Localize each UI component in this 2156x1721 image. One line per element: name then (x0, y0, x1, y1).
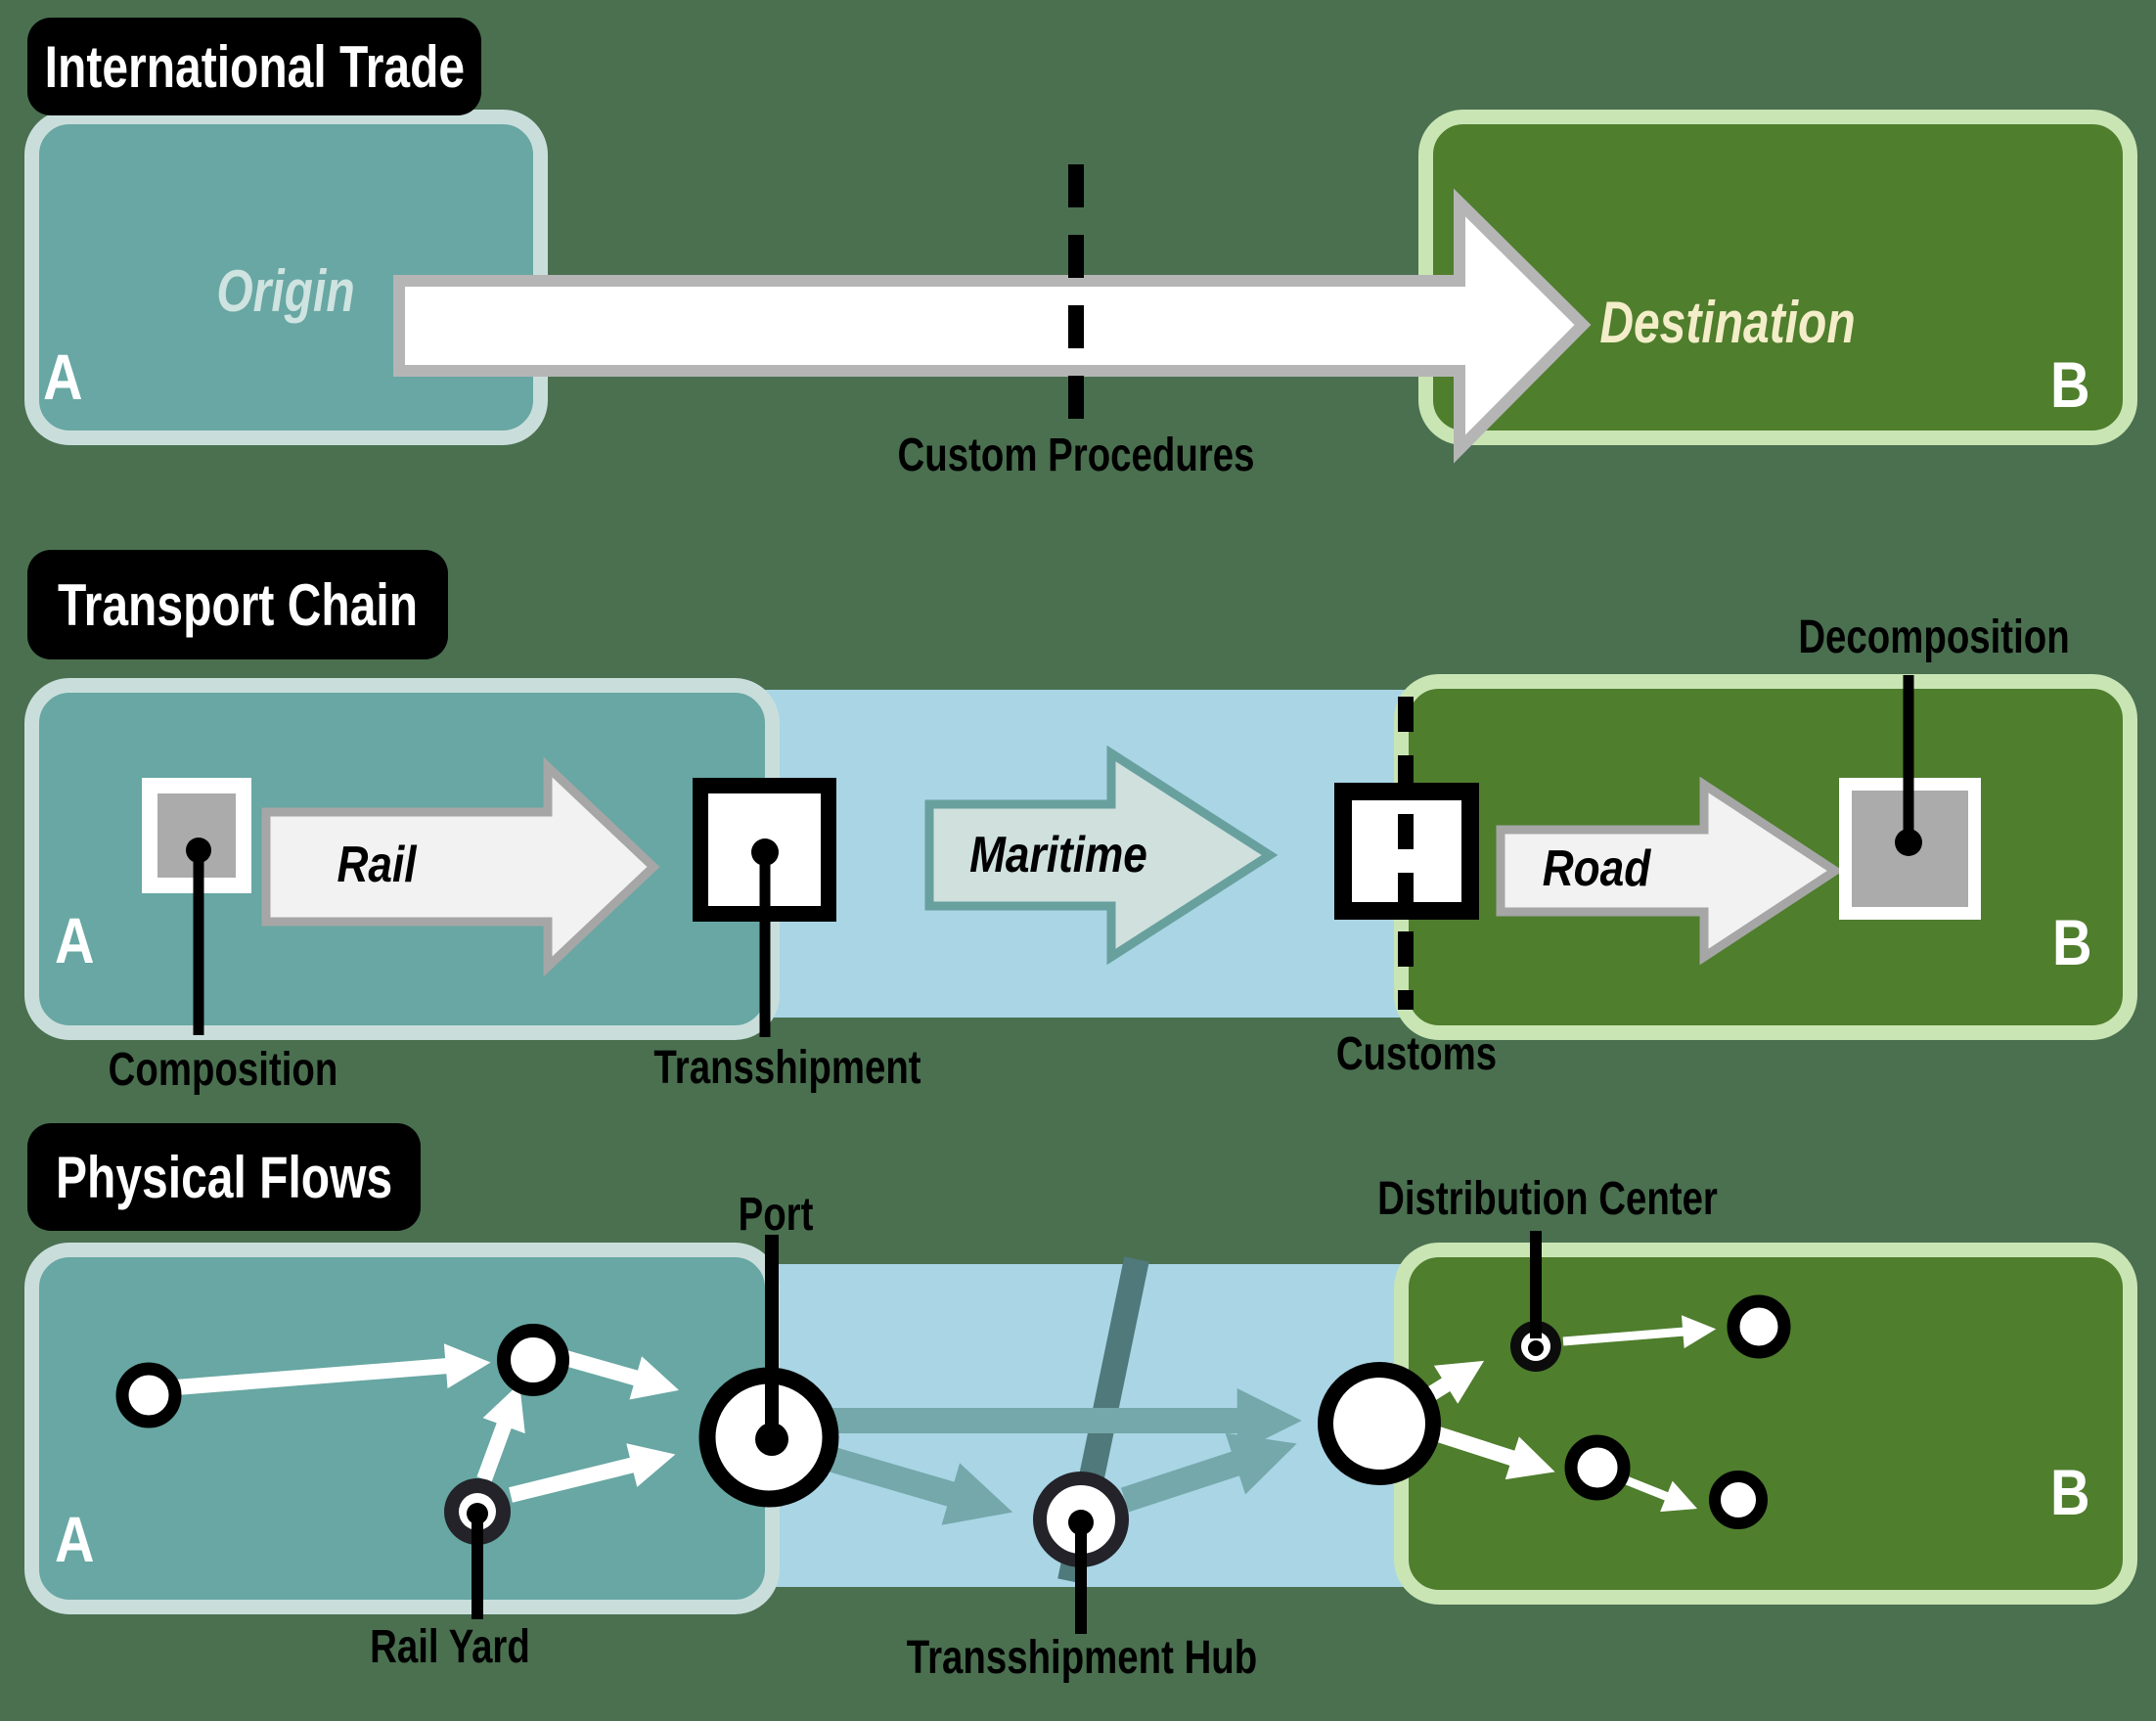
network-arrow-entry-to-mid (1423, 1423, 1555, 1480)
decomposition-label: Decomposition (1798, 611, 2070, 663)
rail-mode-label: Rail (337, 837, 417, 893)
origin-label: Origin (216, 258, 355, 324)
customs-label: Customs (1335, 1028, 1498, 1080)
rail-arrow (261, 756, 660, 977)
physical-flows-letter-b: B (2050, 1456, 2090, 1528)
network-arrow-a2-to-port (562, 1350, 680, 1400)
maritime-arrow (924, 745, 1279, 966)
section-title-international-trade-text: International Trade (44, 33, 465, 100)
destination-letter-b: B (2050, 348, 2090, 421)
road-mode-label: Road (1542, 840, 1651, 897)
maritime-mode-label: Maritime (969, 827, 1147, 883)
rail-yard-label: Rail Yard (370, 1621, 530, 1673)
trade-flow-arrow (393, 188, 1592, 464)
physical-flows-letter-a: A (55, 1503, 95, 1575)
destination-label: Destination (1599, 290, 1856, 355)
transshipment-hub-label: Transshipment Hub (906, 1632, 1258, 1684)
section-title-transport-chain: Transport Chain (27, 550, 448, 659)
network-arrow-mid-to-bottomright (1622, 1474, 1697, 1513)
physical-flows-region-a-box (24, 1243, 780, 1614)
section-title-transport-chain-text: Transport Chain (57, 571, 419, 638)
flow-arrow-hub-to-entry (1120, 1432, 1297, 1513)
road-arrow (1496, 776, 1844, 966)
node-origin-a2 (497, 1324, 569, 1396)
rail-yard-node (444, 1478, 511, 1619)
transshipment-label: Transshipment (653, 1042, 921, 1094)
transshipment-hub-node (1033, 1472, 1129, 1634)
network-arrow-railyard-to-port (509, 1443, 676, 1503)
customs-terminal (1334, 697, 1479, 1010)
node-origin-a1 (115, 1362, 182, 1428)
network-arrow-a1-to-a2 (175, 1343, 491, 1395)
node-destination-bottomright (1709, 1471, 1768, 1529)
node-destination-topright (1727, 1294, 1791, 1359)
custom-procedures-label: Custom Procedures (897, 430, 1255, 481)
section-title-physical-flows: Physical Flows (27, 1123, 421, 1231)
destination-country-box (1418, 110, 2137, 445)
distribution-center-label: Distribution Center (1377, 1173, 1718, 1225)
transport-chain-letter-b: B (2052, 906, 2092, 978)
flow-arrow-port-to-hub (823, 1445, 1013, 1525)
distribution-center-node (1510, 1231, 1561, 1372)
composition-label: Composition (108, 1044, 338, 1096)
section-title-international-trade: International Trade (27, 18, 481, 115)
port-node (698, 1235, 839, 1508)
transshipment-terminal (693, 778, 836, 1037)
network-arrow-dc-to-topright (1562, 1315, 1717, 1349)
origin-letter-a: A (43, 340, 83, 413)
node-destination-entry (1318, 1362, 1441, 1485)
port-label: Port (738, 1189, 814, 1241)
composition-terminal (142, 778, 251, 1035)
section-title-physical-flows-text: Physical Flows (55, 1144, 393, 1210)
decomposition-terminal (1839, 675, 1981, 920)
node-destination-mid (1564, 1434, 1631, 1501)
transport-chain-letter-a: A (55, 904, 95, 976)
network-arrow-railyard-to-a2 (476, 1382, 525, 1482)
